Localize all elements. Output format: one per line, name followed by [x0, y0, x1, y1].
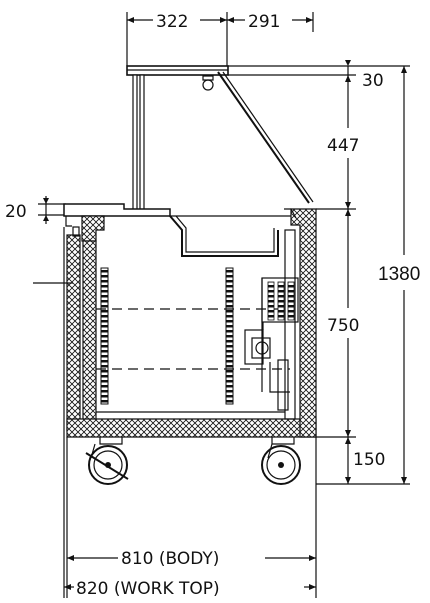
- right-caster: [261, 437, 301, 485]
- dim-top-right: 291: [248, 12, 280, 32]
- dim-worktop-width: 820 (WORK TOP): [76, 579, 220, 599]
- cabinet-body: [33, 203, 317, 438]
- dim-worktop-step: 20: [5, 202, 27, 222]
- dim-top-left: 322: [156, 12, 188, 32]
- dim-shelf-thickness: 30: [362, 71, 384, 91]
- dim-body-height: 750: [327, 316, 359, 336]
- left-caster: [85, 437, 129, 485]
- worktop-step-dimension: 20: [5, 196, 66, 224]
- dim-glass-height: 447: [327, 136, 359, 156]
- dim-total-height: 1380: [378, 264, 420, 285]
- dim-body-width: 810 (BODY): [121, 549, 219, 569]
- dim-base-height: 150: [353, 450, 385, 470]
- top-dimension-group: 322 291: [126, 12, 314, 66]
- refrigeration-unit: [244, 277, 299, 411]
- interior-shelving: [96, 267, 290, 405]
- right-dimension-group: 30 447 750 150 1380: [228, 60, 420, 485]
- bottom-dimension-group: 810 (BODY) 820 (WORK TOP): [63, 227, 317, 599]
- top-shelf-assembly: [126, 65, 314, 211]
